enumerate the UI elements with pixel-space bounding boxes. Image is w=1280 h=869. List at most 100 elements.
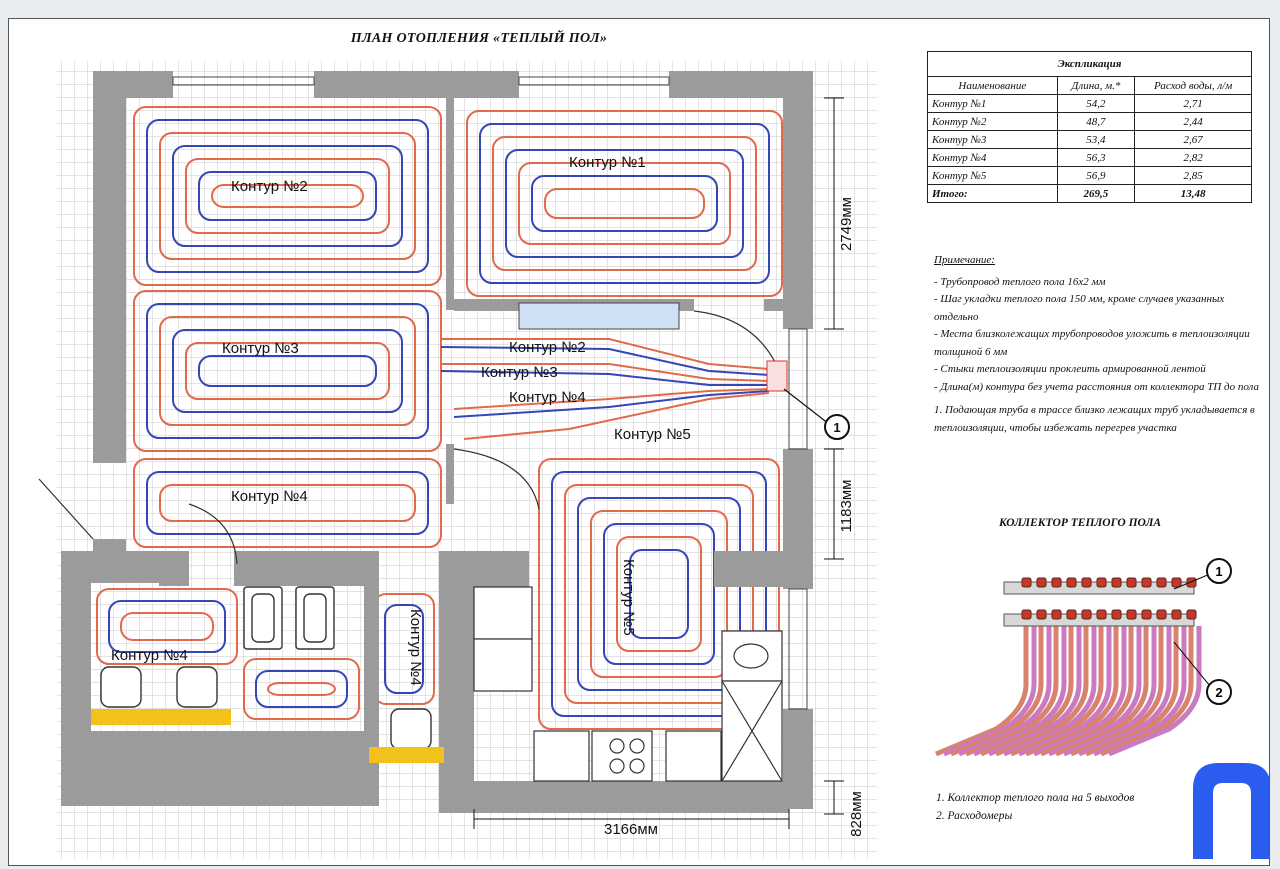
brand-logo — [1193, 763, 1269, 859]
flowmeter-cap — [1141, 577, 1152, 588]
dimension-3166: 3166мм — [604, 821, 658, 838]
flowmeter-cap — [1021, 577, 1032, 588]
cell: 2,71 — [1134, 94, 1252, 113]
col-length: Длина, м.* — [1056, 76, 1136, 95]
legend-item: 2. Расходомеры — [936, 810, 1013, 822]
pipe-loop — [108, 600, 226, 653]
collector-outlet-pipe — [980, 626, 1074, 757]
flowmeter-cap — [1171, 577, 1182, 588]
pipe-loop — [479, 123, 770, 284]
flowmeter-cap — [1021, 609, 1032, 620]
flowmeter-cap — [1111, 577, 1122, 588]
dimension-1183: 1183мм — [838, 480, 855, 533]
walls — [61, 71, 813, 813]
collector-outlet-pipe — [1010, 626, 1104, 757]
flowmeter-cap — [1096, 609, 1107, 620]
label-circuit-2-corridor: Контур №2 — [509, 339, 586, 356]
cell: 54,2 — [1056, 94, 1136, 113]
explication-title: Экспликация — [927, 51, 1252, 77]
radiator-block — [518, 302, 680, 330]
label-circuit-4-hall: Контур №4 — [231, 488, 308, 505]
kitchen-units — [473, 586, 783, 782]
collector-outlet-pipe — [1048, 626, 1142, 757]
label-circuit-5-kitchen: Контур №5 — [620, 559, 637, 636]
collector-outlet-pipe — [1055, 626, 1149, 757]
pipe-loop — [96, 588, 238, 665]
collector-outlet-pipe — [935, 626, 1029, 757]
label-circuit-3-room: Контур №3 — [222, 340, 299, 357]
label-circuit-5: Контур №5 — [614, 426, 691, 443]
cell: 56,3 — [1056, 148, 1136, 167]
pipe-loop — [146, 119, 429, 273]
dimension-lines — [473, 97, 844, 829]
pipe-loop — [492, 136, 757, 271]
cell: 2,85 — [1134, 166, 1252, 185]
flowmeter-cap — [1171, 609, 1182, 620]
cell: Контур №5 — [927, 166, 1058, 185]
label-circuit-4-bath: Контур №4 — [111, 647, 188, 664]
pipe-loop — [146, 303, 429, 439]
circuit-labels: Контур №1 Контур №2 Контур №3 Контур №2 … — [111, 154, 691, 686]
collector-title: КОЛЛЕКТОР ТЕПЛОГО ПОЛА — [999, 517, 1162, 529]
pipe-run — [463, 392, 770, 440]
collector-marker-1 — [1206, 558, 1232, 584]
pipe-loop — [255, 670, 348, 708]
pipe-loop — [133, 106, 442, 286]
floor-plan: 1 2749мм 1183мм 828мм 3166мм Контур №1 К… — [38, 61, 877, 859]
flowmeter-cap — [1156, 609, 1167, 620]
collector-outlet-pipe — [1033, 626, 1127, 757]
pipe-loop — [198, 355, 377, 387]
pipe-loop — [146, 471, 429, 535]
col-flow: Расход воды, л/м — [1134, 76, 1252, 95]
flowmeter-cap — [1156, 577, 1167, 588]
cell: 269,5 — [1056, 184, 1136, 203]
cell: 53,4 — [1056, 130, 1136, 149]
collector-outlet-pipe — [965, 626, 1059, 757]
pipe-loop — [577, 497, 741, 691]
collector-outlet-pipe — [1093, 626, 1187, 757]
pipe-loop — [243, 658, 360, 720]
pipe-loop — [185, 158, 390, 234]
pipe-run — [441, 338, 770, 370]
note-item: - Шаг укладки теплого пола 150 мм, кроме… — [934, 293, 1225, 323]
col-name: Наименование — [927, 76, 1058, 95]
collector-illustration: 1 2 — [935, 558, 1232, 757]
collector-outlet-pipe — [1085, 626, 1179, 757]
collector-outlet-pipe — [1063, 626, 1157, 757]
pipe-loop — [211, 184, 364, 208]
pipe-loop — [185, 342, 390, 400]
drawing-sheet: ПЛАН ОТОПЛЕНИЯ «ТЕПЛЫЙ ПОЛ» — [8, 18, 1270, 866]
label-circuit-3-corridor: Контур №3 — [481, 364, 558, 381]
pipe-loop — [518, 162, 731, 245]
pipe-loop — [603, 523, 715, 665]
collector-outlet-pipe — [958, 626, 1052, 757]
pipe-loop — [159, 316, 416, 426]
flowmeter-cap — [1096, 577, 1107, 588]
note-item: - Стыки теплоизоляции проклеить армирова… — [934, 363, 1206, 375]
flowmeter-cap — [1126, 577, 1137, 588]
notes-block: Примечание: - Трубопровод теплого пола 1… — [934, 252, 1264, 437]
flowmeter-cap — [1066, 609, 1077, 620]
pipe-loop — [590, 510, 728, 678]
marker-1-circle — [824, 414, 850, 440]
cell: 2,82 — [1134, 148, 1252, 167]
marker-1-label: 1 — [833, 420, 840, 435]
pipe-run — [441, 363, 770, 382]
plan-title: ПЛАН ОТОПЛЕНИЯ «ТЕПЛЫЙ ПОЛ» — [350, 31, 608, 46]
pipe-loop — [551, 471, 767, 717]
pipe-run — [440, 370, 769, 386]
collector-marker-1-label: 1 — [1215, 564, 1222, 579]
dimension-2749: 2749мм — [838, 197, 855, 251]
flowmeter-cap — [1081, 609, 1092, 620]
notes-heading: Примечание: — [934, 254, 995, 266]
pipe-loop — [544, 188, 705, 219]
flowmeter-cap — [1036, 609, 1047, 620]
collector-outlet-pipe — [1100, 626, 1194, 757]
note-warning: 1. Подающая труба в трассе близко лежащи… — [934, 404, 1255, 434]
flowmeter-cap — [1111, 609, 1122, 620]
pipe-loop — [198, 171, 377, 221]
dimension-828: 828мм — [848, 791, 865, 837]
collector-outlet-pipe — [973, 626, 1067, 757]
